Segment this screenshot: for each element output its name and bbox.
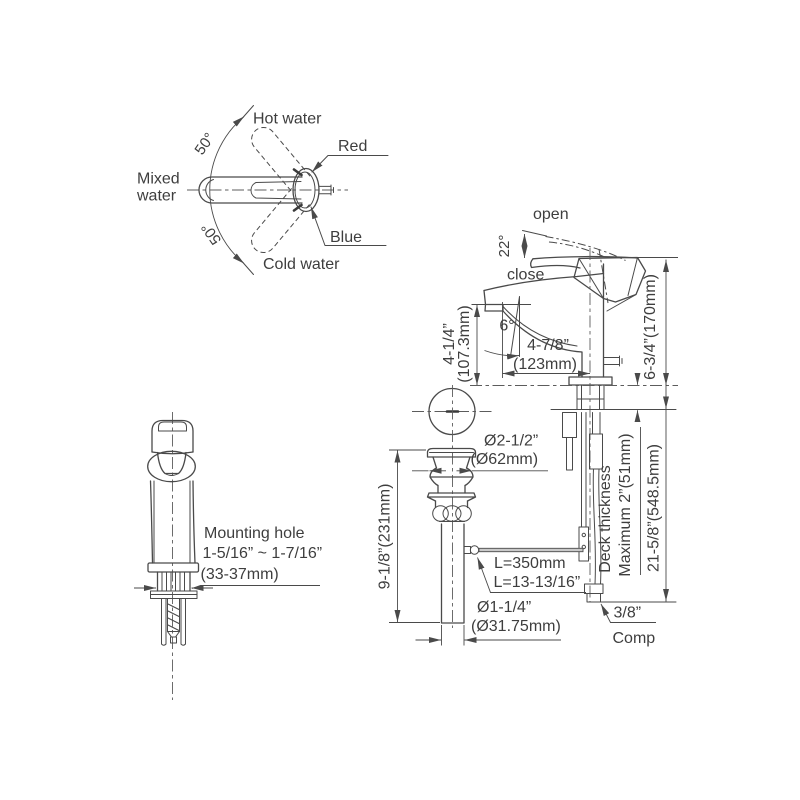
upper-angle-label: 50°	[192, 130, 219, 158]
mixed-water-label-line1: Mixed	[137, 171, 180, 188]
base-plate	[568, 376, 613, 386]
front-base-plate	[147, 562, 200, 573]
spout-tilt-label: 6°	[499, 318, 514, 335]
supply-type-label: Comp	[613, 630, 656, 647]
blue-label: Blue	[330, 229, 362, 246]
cold-position-handle-outline	[251, 126, 311, 192]
cold-water-tick	[238, 257, 254, 275]
tailpiece-dia-in-label: Ø1-1/4”	[477, 599, 531, 616]
red-leader-line	[311, 155, 389, 173]
compression-fitting	[584, 583, 604, 603]
lift-rod-leader-line	[477, 557, 586, 593]
spout-reach-mm-label: (123mm)	[513, 356, 577, 373]
deck-thickness-dimension	[634, 372, 641, 575]
cap-pin	[318, 184, 334, 196]
front-threaded-shank	[150, 571, 198, 599]
flange-dia-mm-label: (Ø62mm)	[471, 451, 539, 468]
spout-height-dimension	[471, 304, 531, 385]
open-label: open	[533, 206, 569, 223]
horizontal-lift-rod	[478, 547, 584, 553]
hose-crimp	[589, 433, 603, 470]
pop-up-strap	[578, 526, 589, 562]
lever-angle-label: 22°	[496, 235, 513, 258]
rod-length-mm-label: L=350mm	[494, 555, 566, 572]
under-deck-parts	[550, 384, 677, 603]
hot-water-tick	[238, 105, 254, 123]
front-handle	[147, 450, 196, 483]
drain-height-dimension	[389, 449, 440, 623]
drain-top-view	[412, 387, 492, 436]
drain-height-label: 9-1/8”(231mm)	[377, 484, 394, 590]
hot-water-label: Hot water	[253, 111, 322, 128]
close-label: close	[507, 267, 544, 284]
faucet-side-view-diagram: open close 22° 6° 4-1/4” (107.3mm) 4-7/8…	[441, 206, 678, 647]
mixed-water-handle	[198, 176, 303, 204]
handle-lever-closed	[530, 248, 647, 312]
supply-hose-top	[592, 412, 601, 435]
cold-water-label: Cold water	[263, 256, 340, 273]
lower-angle-label: 50°	[198, 219, 225, 247]
supply-leader-line	[600, 603, 656, 623]
spout-height-in-label: 4-1/4”	[441, 323, 458, 365]
rod-ball	[469, 545, 480, 555]
rotation-arc	[209, 105, 254, 275]
pop-up-rod	[581, 412, 587, 528]
handle-top-view-diagram: Hot water Red Mixed water Blue Cold wate…	[136, 105, 389, 275]
red-label: Red	[338, 138, 367, 155]
handle-lever-open-outline	[522, 230, 626, 261]
deck-thickness-label-line2: Maximum 2”(51mm)	[617, 433, 634, 576]
drain-flange	[426, 447, 477, 509]
mounting-hole-label-line1: Mounting hole	[204, 525, 305, 542]
supply-size-label: 3/8”	[614, 605, 642, 622]
total-length-label: 21-5/8”(548.5mm)	[646, 444, 663, 572]
front-body-column	[147, 480, 200, 573]
tailpiece-dia-mm-label: (Ø31.75mm)	[471, 618, 561, 635]
mixed-water-label-line2: water	[136, 188, 177, 205]
flange-dia-in-label: Ø2-1/2”	[484, 433, 538, 450]
pop-up-drain-diagram: Ø2-1/2” (Ø62mm) 9-1/8”(231mm) L=350mm L=…	[377, 385, 586, 646]
spout-reach-dimension	[502, 302, 590, 378]
spout-height-mm-label: (107.3mm)	[456, 305, 473, 382]
blue-leader-line	[310, 206, 387, 246]
front-lift-rod	[167, 598, 180, 644]
rod-boss	[463, 546, 471, 554]
lever-axis-line	[598, 248, 609, 304]
mounting-hole-label-line2: 1-5/16” ~ 1-7/16”	[203, 545, 323, 562]
hose-stub	[562, 412, 577, 438]
front-supply-tubes	[161, 598, 186, 646]
side-pin	[603, 355, 623, 367]
spout-tip	[483, 289, 504, 312]
faucet-front-view-diagram: Mounting hole 1-5/16” ~ 1-7/16” (33-37mm…	[134, 412, 322, 700]
mounting-hole-label-line3: (33-37mm)	[201, 566, 279, 583]
overall-height-label: 6-3/4”(170mm)	[642, 274, 659, 380]
right-dimension-chain	[619, 257, 678, 602]
drain-knurl-nut	[432, 505, 472, 522]
deck-thickness-label-line1: Deck thickness	[597, 465, 614, 573]
handle-cap	[292, 167, 334, 213]
supply-hose	[592, 468, 602, 585]
front-spout-cap	[151, 419, 194, 455]
drain-tailpiece	[439, 521, 480, 624]
handle-hub	[573, 256, 647, 303]
mounting-shank	[576, 384, 605, 410]
tailpiece-diameter-dimension	[415, 625, 561, 646]
spout-reach-in-label: 4-7/8”	[527, 337, 569, 354]
hot-position-handle-outline	[251, 188, 311, 254]
rod-length-in-label: L=13-13/16”	[494, 574, 581, 591]
mounting-hole-dimension	[134, 585, 320, 591]
